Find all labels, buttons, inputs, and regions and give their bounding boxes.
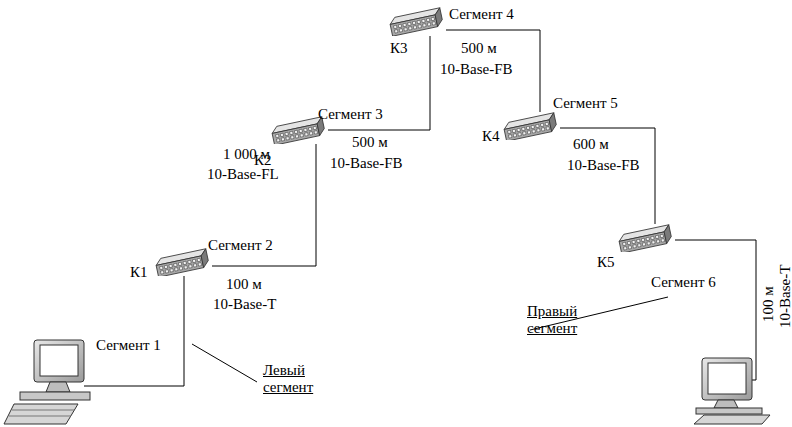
computer-icon [4, 340, 90, 424]
segment-label: 100 м [760, 286, 777, 322]
hub-icon [152, 248, 212, 276]
segment-label: Сегмент 5 [553, 95, 618, 112]
segment-label: 10-Base-FB [440, 61, 513, 78]
hub-label: К5 [597, 254, 615, 271]
hub-icon [386, 6, 446, 36]
segment-label: 100 м [226, 276, 262, 293]
callout-label: Левый сегмент [263, 362, 323, 396]
segment-label: Сегмент 3 [318, 106, 383, 123]
computer-icon [694, 358, 770, 424]
hub-node: К5 [615, 224, 675, 252]
segment-label: 10-Base-FB [330, 155, 403, 172]
hub-icon [615, 224, 675, 252]
hub-node: К1 [152, 248, 212, 276]
segment-label: 600 м [573, 136, 609, 153]
hub-node: К3 [386, 6, 446, 36]
hub-node: К4 [500, 112, 560, 140]
segment-label: 1 000 м [223, 146, 270, 163]
segment-label: 10-Base-T [213, 296, 276, 313]
hub-label: К3 [390, 40, 408, 57]
leader-line [192, 344, 257, 382]
segment-connector [560, 128, 655, 224]
segment-label: 500 м [352, 134, 388, 151]
segment-label: Сегмент 6 [651, 274, 716, 291]
segment-label: Сегмент 4 [449, 6, 514, 23]
segment-label: 10-Base-FL [207, 166, 279, 183]
segment-label: Сегмент 1 [96, 337, 161, 354]
callout-label: Правый сегмент [527, 303, 589, 337]
segment-label: Сегмент 2 [208, 237, 273, 254]
segment-label: 10-Base-T [777, 265, 792, 328]
segment-wire [84, 276, 184, 386]
hub-label: К1 [130, 264, 148, 281]
segment-label: 10-Base-FB [567, 157, 640, 174]
hub-label: К4 [482, 128, 500, 145]
hub-icon [500, 112, 560, 140]
segment-label: 500 м [461, 40, 497, 57]
